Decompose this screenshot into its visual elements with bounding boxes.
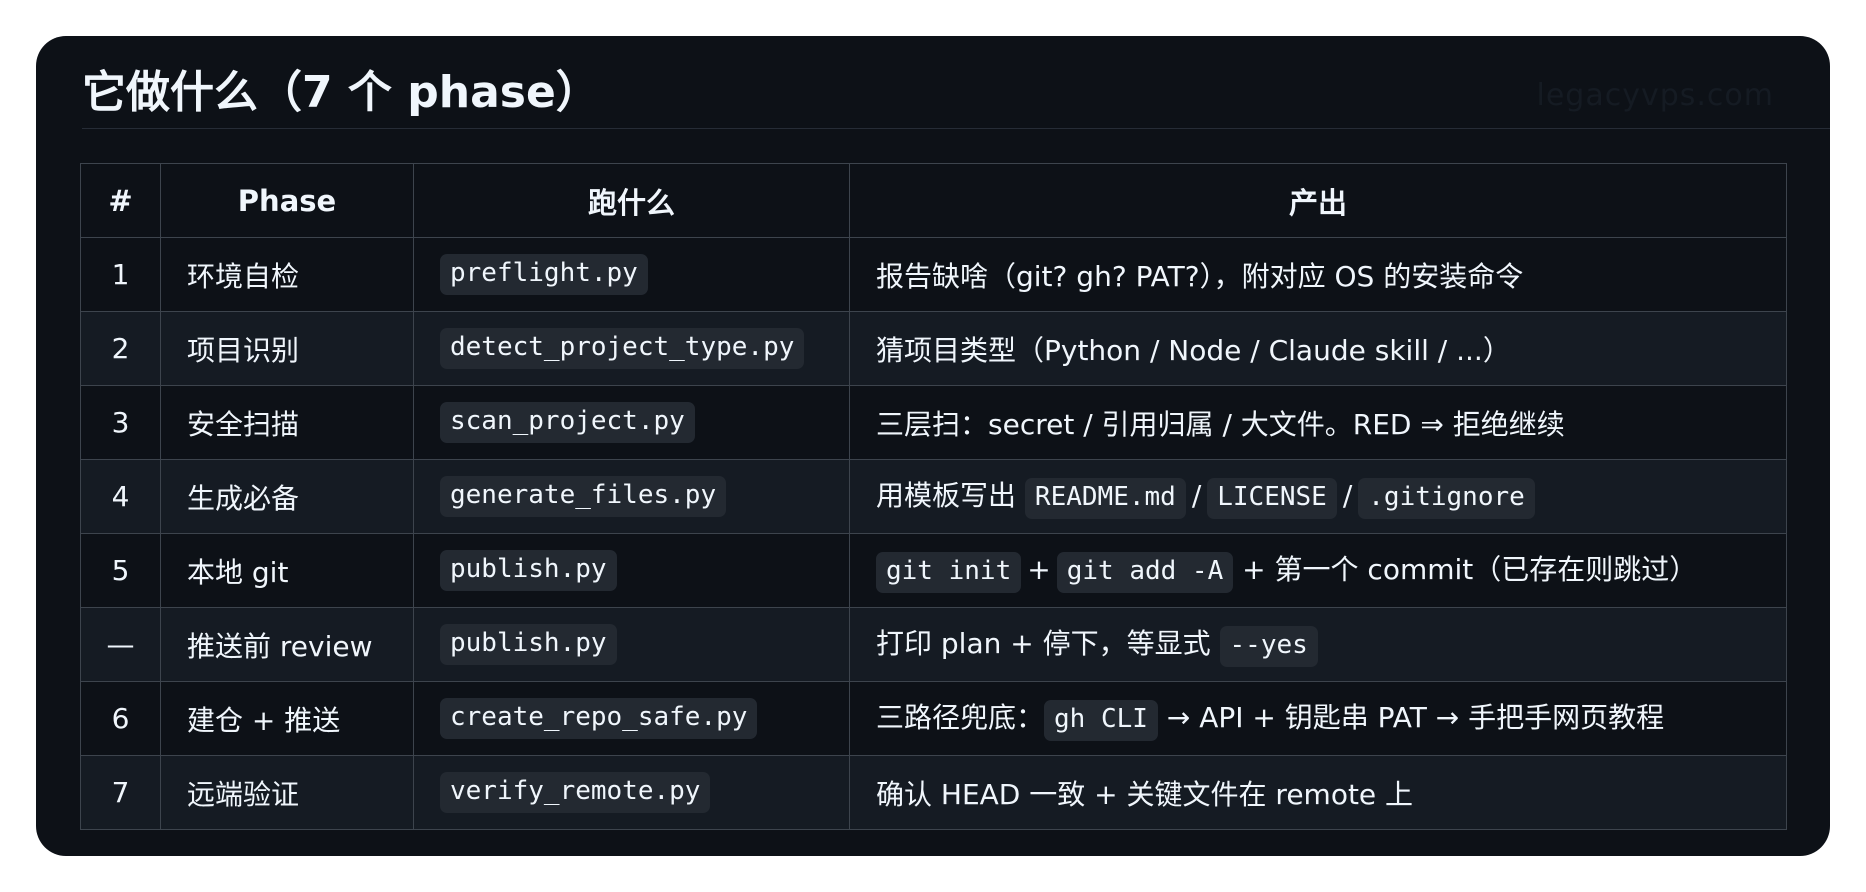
row-num: 7: [80, 755, 161, 830]
row-phase: 本地 git: [160, 533, 414, 608]
row-output: 三层扫：secret / 引用归属 / 大文件。RED ⇒ 拒绝继续: [849, 385, 1787, 460]
row-script: scan_project.py: [413, 385, 850, 460]
output-code: .gitignore: [1358, 478, 1535, 519]
table-row: 5 本地 git publish.py git init+git add -A …: [80, 533, 1787, 608]
row-script: publish.py: [413, 533, 850, 608]
script-code: create_repo_safe.py: [440, 698, 758, 739]
script-code: publish.py: [440, 550, 617, 591]
output-text: → API + 钥匙串 PAT → 手把手网页教程: [1166, 701, 1665, 735]
output-text: + 第一个 commit（已存在则跳过）: [1242, 553, 1698, 587]
output-code: LICENSE: [1207, 478, 1337, 519]
header-output: 产出: [849, 163, 1787, 238]
table-row: 2 项目识别 detect_project_type.py 猜项目类型（Pyth…: [80, 311, 1787, 386]
content-card: legacyvps.com 它做什么（7 个 phase） # Phase 跑什…: [36, 36, 1830, 856]
header-phase: Phase: [160, 163, 414, 238]
table-header-row: # Phase 跑什么 产出: [80, 163, 1787, 238]
header-script: 跑什么: [413, 163, 850, 238]
header-num: #: [80, 163, 161, 238]
output-code: git init: [876, 552, 1022, 593]
script-code: detect_project_type.py: [440, 328, 805, 369]
script-code: scan_project.py: [440, 402, 695, 443]
row-output: 打印 plan + 停下，等显式 --yes: [849, 607, 1787, 682]
table-row: — 推送前 review publish.py 打印 plan + 停下，等显式…: [80, 607, 1787, 682]
table-row: 4 生成必备 generate_files.py 用模板写出 README.md…: [80, 459, 1787, 534]
row-num: 1: [80, 237, 161, 312]
output-code: --yes: [1219, 626, 1318, 667]
row-phase: 远端验证: [160, 755, 414, 830]
table-row: 3 安全扫描 scan_project.py 三层扫：secret / 引用归属…: [80, 385, 1787, 460]
title-divider: [82, 128, 1830, 129]
row-output: 三路径兜底：gh CLI → API + 钥匙串 PAT → 手把手网页教程: [849, 681, 1787, 756]
table-row: 1 环境自检 preflight.py 报告缺啥（git? gh? PAT?），…: [80, 237, 1787, 312]
row-num: 5: [80, 533, 161, 608]
output-text: 打印 plan + 停下，等显式: [876, 627, 1211, 661]
row-num: 2: [80, 311, 161, 386]
row-num: 6: [80, 681, 161, 756]
row-script: preflight.py: [413, 237, 850, 312]
row-phase: 生成必备: [160, 459, 414, 534]
output-code: git add -A: [1056, 552, 1234, 593]
output-code: gh CLI: [1044, 700, 1158, 741]
script-code: generate_files.py: [440, 476, 727, 517]
row-output: 确认 HEAD 一致 + 关键文件在 remote 上: [849, 755, 1787, 830]
row-phase: 环境自检: [160, 237, 414, 312]
table-row: 6 建仓 + 推送 create_repo_safe.py 三路径兜底：gh C…: [80, 681, 1787, 756]
row-phase: 推送前 review: [160, 607, 414, 682]
section-title: 它做什么（7 个 phase）: [82, 67, 600, 118]
row-output: 报告缺啥（git? gh? PAT?），附对应 OS 的安装命令: [849, 237, 1787, 312]
row-num: 4: [80, 459, 161, 534]
row-script: detect_project_type.py: [413, 311, 850, 386]
output-separator: /: [1342, 479, 1353, 513]
phase-table: # Phase 跑什么 产出 1 环境自检 preflight.py 报告缺啥（…: [80, 163, 1787, 830]
row-script: publish.py: [413, 607, 850, 682]
output-separator: /: [1191, 479, 1202, 513]
table-row: 7 远端验证 verify_remote.py 确认 HEAD 一致 + 关键文…: [80, 755, 1787, 830]
output-separator: +: [1027, 553, 1051, 587]
row-num: 3: [80, 385, 161, 460]
row-script: verify_remote.py: [413, 755, 850, 830]
script-code: preflight.py: [440, 254, 648, 295]
row-phase: 安全扫描: [160, 385, 414, 460]
row-script: create_repo_safe.py: [413, 681, 850, 756]
script-code: verify_remote.py: [440, 772, 711, 813]
row-phase: 项目识别: [160, 311, 414, 386]
watermark: legacyvps.com: [1536, 78, 1774, 113]
row-num: —: [80, 607, 161, 682]
output-text: 三路径兜底：: [876, 701, 1045, 735]
row-output: 猜项目类型（Python / Node / Claude skill / ...…: [849, 311, 1787, 386]
output-code: README.md: [1024, 478, 1186, 519]
row-script: generate_files.py: [413, 459, 850, 534]
script-code: publish.py: [440, 624, 617, 665]
row-output: 用模板写出 README.md/LICENSE/.gitignore: [849, 459, 1787, 534]
row-output: git init+git add -A + 第一个 commit（已存在则跳过）: [849, 533, 1787, 608]
row-phase: 建仓 + 推送: [160, 681, 414, 756]
output-text: 用模板写出: [876, 479, 1017, 513]
